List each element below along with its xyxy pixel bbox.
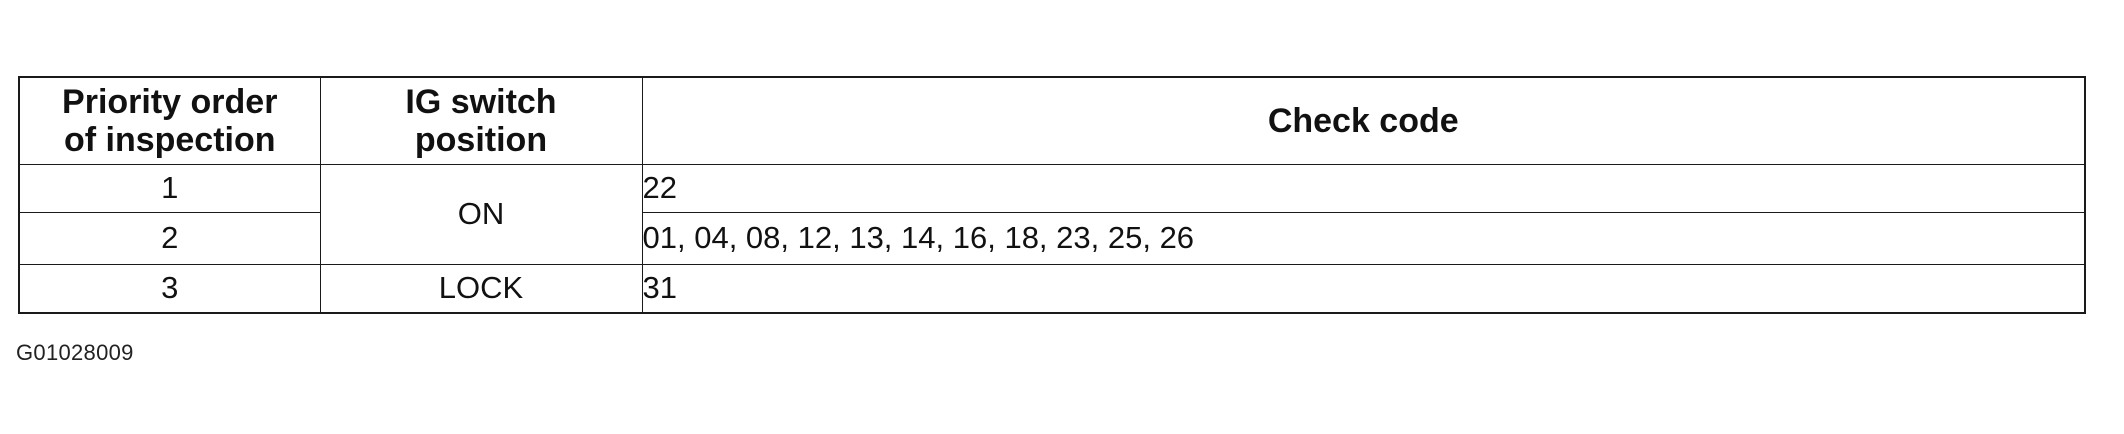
header-priority-line1: Priority order	[62, 82, 278, 121]
table-row: 2 01, 04, 08, 12, 13, 14, 16, 18, 23, 25…	[20, 211, 2084, 265]
inspection-table: Priority order of inspection IG switch p…	[18, 76, 2086, 314]
priority-cell: 3	[20, 263, 321, 312]
check-code-cell: 31	[641, 263, 2084, 312]
table-row: 3 LOCK 31	[20, 263, 2084, 312]
ig-position-cell: LOCK	[319, 263, 643, 312]
figure-id: G01028009	[16, 340, 134, 365]
ig-position-cell: ON	[319, 163, 643, 265]
inspection-table-grid: Priority order of inspection IG switch p…	[20, 78, 2084, 312]
header-ig-line1: IG switch	[405, 82, 557, 121]
header-priority: Priority order of inspection	[20, 78, 321, 165]
priority-cell: 2	[20, 211, 321, 265]
header-priority-line2: of inspection	[63, 120, 276, 159]
header-ig-switch: IG switch position	[319, 78, 643, 165]
header-check-code: Check code	[641, 78, 2084, 165]
header-row: Priority order of inspection IG switch p…	[20, 78, 2084, 165]
check-code-cell: 22	[641, 163, 2084, 213]
check-code-cell: 01, 04, 08, 12, 13, 14, 16, 18, 23, 25, …	[641, 211, 2084, 265]
table-row: 1 ON 22	[20, 163, 2084, 265]
header-ig-line2: position	[414, 120, 548, 159]
priority-cell: 1	[20, 163, 321, 213]
